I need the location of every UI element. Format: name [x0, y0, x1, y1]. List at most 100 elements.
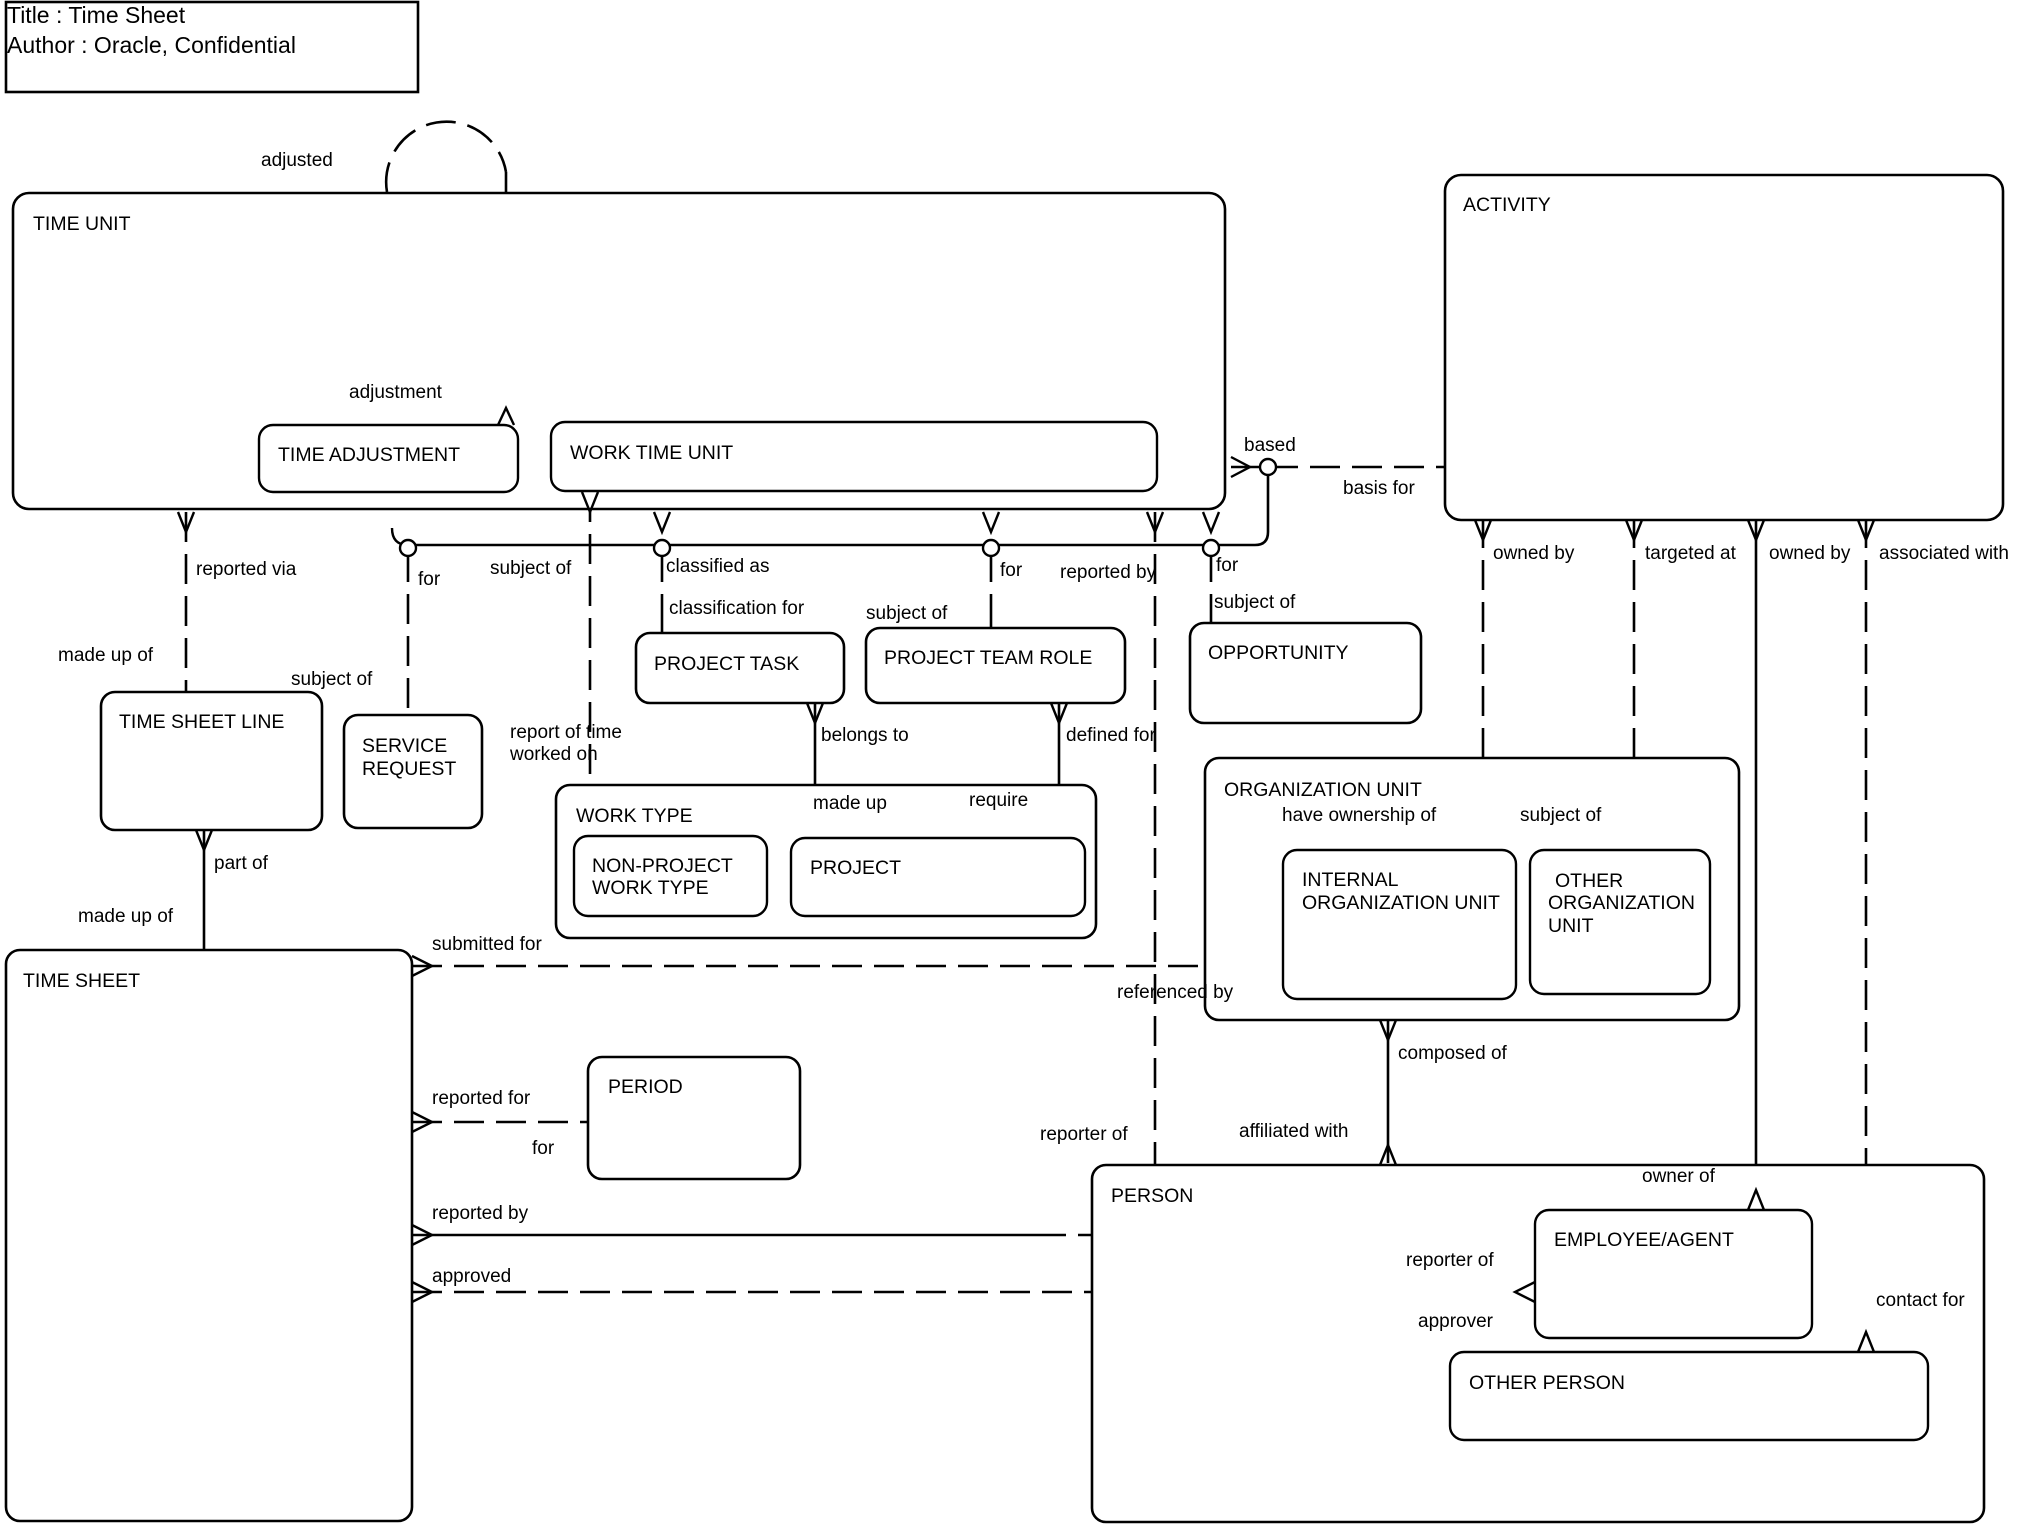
- service-request-box: [342, 713, 484, 830]
- service-request-label-1: SERVICE: [362, 735, 447, 757]
- label-made-up-of-line: made up of: [58, 645, 154, 666]
- period-label: PERIOD: [608, 1076, 683, 1098]
- internal-organization-unit-box: [1281, 848, 1518, 1001]
- based-crowfoot: [1230, 455, 1253, 479]
- label-for-team-role: for: [1000, 560, 1023, 581]
- time-adjustment-label: TIME ADJUSTMENT: [278, 444, 460, 466]
- entity-other-person[interactable]: OTHER PERSON: [1448, 1350, 1930, 1442]
- label-report-of-time-2: worked on: [509, 744, 598, 765]
- person-label: PERSON: [1111, 1185, 1193, 1207]
- label-approver: approver: [1418, 1311, 1494, 1332]
- time-adjustment-box: [257, 423, 520, 494]
- project-team-role-box: [864, 626, 1127, 705]
- owned-by-org-crowfoot: [1473, 519, 1493, 544]
- entities: TIME UNIT TIME ADJUSTMENT WORK TIME UNIT…: [4, 173, 2005, 1524]
- based-optional-circle: [1258, 457, 1278, 477]
- other-person-box: [1448, 1350, 1930, 1442]
- reported-via-crowfoot: [176, 511, 196, 536]
- entity-period[interactable]: PERIOD: [586, 1055, 802, 1181]
- title-block: Title : Time Sheet Author : Oracle, Conf…: [4, 0, 420, 94]
- label-affiliated-with: affiliated with: [1239, 1121, 1349, 1142]
- activity-label: ACTIVITY: [1463, 194, 1551, 216]
- label-reported-via: reported via: [196, 559, 297, 580]
- entity-opportunity[interactable]: OPPORTUNITY: [1188, 621, 1423, 725]
- label-reported-by-person: reported by: [1060, 562, 1157, 583]
- label-subject-of-other-org: subject of: [1520, 805, 1602, 826]
- project-task-optional-circle: [652, 538, 672, 558]
- project-task-box: [634, 631, 846, 705]
- project-task-label: PROJECT TASK: [654, 653, 799, 675]
- label-based: based: [1244, 435, 1296, 456]
- project-team-role-crowfoot: [981, 511, 1001, 536]
- label-belongs-to: belongs to: [821, 725, 909, 746]
- label-targeted-at: targeted at: [1645, 543, 1737, 564]
- label-classified-as: classified as: [666, 556, 770, 577]
- owner-of-crowfoot: [1746, 1186, 1766, 1211]
- belongs-to-crowfoot: [805, 702, 825, 727]
- other-person-label: OTHER PERSON: [1469, 1372, 1625, 1394]
- entity-project[interactable]: PROJECT: [789, 836, 1087, 918]
- contact-for-crowfoot: [1856, 1328, 1876, 1353]
- label-approved: approved: [432, 1266, 511, 1287]
- service-request-optional-circle: [398, 538, 418, 558]
- composed-of-crowfoot: [1378, 1019, 1398, 1044]
- cardinality-markers: [176, 405, 1876, 1353]
- other-organization-unit-label-1: OTHER: [1555, 870, 1623, 892]
- label-subject-of-work: subject of: [490, 558, 572, 579]
- project-task-crowfoot: [652, 511, 672, 536]
- label-reporter-of-employee: reporter of: [1406, 1250, 1494, 1271]
- approved-crowfoot: [411, 1280, 435, 1304]
- internal-organization-unit-label-2: ORGANIZATION UNIT: [1302, 892, 1500, 914]
- label-made-up-project: made up: [813, 793, 887, 814]
- service-request-label-2: REQUEST: [362, 758, 456, 780]
- entity-other-organization-unit[interactable]: OTHER ORGANIZATION UNIT: [1528, 848, 1712, 996]
- period-box: [586, 1055, 802, 1181]
- entity-project-team-role[interactable]: PROJECT TEAM ROLE: [864, 626, 1127, 705]
- reported-for-crowfoot: [411, 1110, 435, 1134]
- label-reported-for: reported for: [432, 1088, 531, 1109]
- work-time-unit-box: [549, 420, 1159, 493]
- entity-time-sheet-line[interactable]: TIME SHEET LINE: [99, 690, 324, 832]
- time-unit-subtype-bar: [408, 467, 1270, 547]
- activity-box: [1443, 173, 2005, 522]
- entity-activity[interactable]: ACTIVITY: [1443, 173, 2005, 522]
- time-unit-label: TIME UNIT: [33, 213, 131, 235]
- project-box: [789, 836, 1087, 918]
- label-adjustment: adjustment: [349, 382, 443, 403]
- entity-employee-agent[interactable]: EMPLOYEE/AGENT: [1533, 1208, 1814, 1340]
- opportunity-optional-circle: [1201, 538, 1221, 558]
- entity-work-time-unit[interactable]: WORK TIME UNIT: [549, 420, 1159, 493]
- label-subject-of-opportunity: subject of: [1214, 592, 1296, 613]
- affiliated-with-crowfoot: [1378, 1141, 1398, 1166]
- organization-unit-label: ORGANIZATION UNIT: [1224, 779, 1422, 801]
- entity-time-adjustment[interactable]: TIME ADJUSTMENT: [257, 423, 520, 494]
- adjusted-arc: [384, 120, 508, 193]
- person-reported-by-crowfoot: [1145, 511, 1165, 536]
- non-project-work-type-label-1: NON-PROJECT: [592, 855, 733, 877]
- label-referenced-by: referenced by: [1117, 982, 1234, 1003]
- time-sheet-line-label: TIME SHEET LINE: [119, 711, 284, 733]
- entity-project-task[interactable]: PROJECT TASK: [634, 631, 846, 705]
- label-submitted-for: submitted for: [432, 934, 542, 955]
- label-reported-by-sheet: reported by: [432, 1203, 529, 1224]
- approver-crowfoot: [1512, 1280, 1536, 1304]
- label-owned-by-employee: owned by: [1769, 543, 1851, 564]
- label-contact-for: contact for: [1876, 1290, 1965, 1311]
- label-subject-of-team-role: subject of: [866, 603, 948, 624]
- work-type-label: WORK TYPE: [576, 805, 693, 827]
- submitted-for-crowfoot: [411, 954, 435, 978]
- label-subject-of-service: subject of: [291, 669, 373, 690]
- entity-internal-organization-unit[interactable]: INTERNAL ORGANIZATION UNIT: [1281, 848, 1518, 1001]
- label-part-of: part of: [214, 853, 269, 874]
- label-associated-with: associated with: [1879, 543, 2009, 564]
- associated-with-crowfoot: [1856, 519, 1876, 544]
- label-owner-of: owner of: [1642, 1166, 1716, 1187]
- label-have-ownership-of: have ownership of: [1282, 805, 1437, 826]
- other-organization-unit-label-3: UNIT: [1548, 915, 1594, 937]
- entity-service-request[interactable]: SERVICE REQUEST: [342, 713, 484, 830]
- reported-by-crowfoot: [411, 1223, 435, 1247]
- entity-non-project-work-type[interactable]: NON-PROJECT WORK TYPE: [572, 834, 769, 918]
- employee-agent-box: [1533, 1208, 1814, 1340]
- targeted-at-crowfoot: [1624, 519, 1644, 544]
- entity-time-sheet[interactable]: TIME SHEET: [4, 948, 414, 1523]
